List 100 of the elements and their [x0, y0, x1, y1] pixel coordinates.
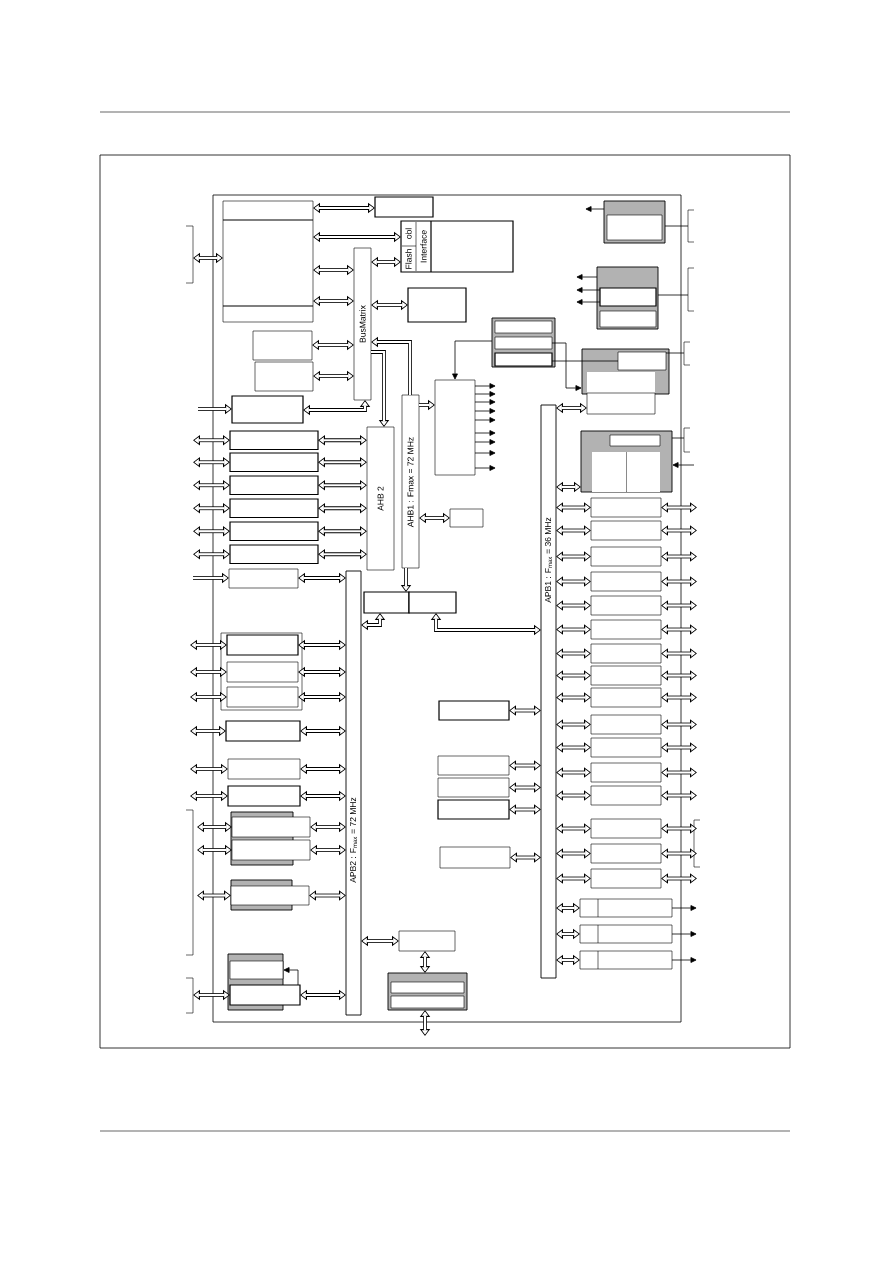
bus-arrow [510, 852, 541, 863]
module-box [609, 434, 661, 447]
module-box [590, 818, 662, 839]
signal-arrow [671, 931, 697, 937]
module-box [230, 885, 310, 906]
module-box [590, 687, 662, 708]
bus-arrow [300, 725, 346, 737]
bus-arrow [661, 551, 697, 562]
module-box [438, 700, 510, 721]
bus-bar: AHB 2 [366, 426, 395, 571]
signal-arrow [474, 430, 496, 436]
module-box [390, 995, 465, 1009]
bus-arrow [556, 600, 591, 611]
module-box [579, 950, 673, 970]
module-box [229, 960, 284, 980]
bus-arrow [313, 295, 354, 307]
module-box [229, 544, 319, 565]
signal-arrow [585, 206, 605, 212]
module-box [225, 720, 301, 742]
signal-arrow [671, 957, 697, 963]
signal-arrow [576, 274, 598, 280]
module-box [227, 785, 301, 807]
bus-arrow [556, 670, 591, 681]
module-box [606, 214, 663, 241]
signal-arrow [474, 391, 496, 397]
module-box [590, 595, 662, 616]
bus-arrow [313, 202, 375, 214]
bus-arrow [556, 719, 591, 730]
bus-arrow [361, 935, 399, 947]
bus-arrow [556, 823, 591, 834]
module-box [586, 392, 656, 415]
signal-arrow [474, 383, 496, 389]
signal-arrow [672, 462, 695, 468]
bus-arrow [197, 890, 231, 901]
module-box [227, 758, 301, 780]
module-box [590, 546, 662, 567]
module-box [222, 200, 314, 323]
module-box [494, 320, 553, 334]
module-box [228, 568, 299, 589]
module-box [229, 498, 319, 519]
module-box [599, 310, 657, 328]
connector-line [664, 225, 689, 227]
module-box [494, 336, 553, 350]
bus-arrow [509, 760, 541, 771]
connector-line [665, 352, 685, 354]
module-box [590, 571, 662, 592]
bus-arrow [190, 790, 228, 802]
module-box [579, 924, 673, 944]
bus-arrow [313, 231, 401, 243]
bus-arrow [298, 666, 346, 678]
module-box [579, 898, 673, 918]
module-box [231, 395, 304, 424]
signal-arrow [474, 399, 496, 405]
module-box [494, 352, 553, 367]
bus-arrow [318, 435, 367, 446]
bus-arrow [318, 480, 367, 491]
bus-arrow [193, 435, 230, 446]
bus-arrow [556, 624, 591, 635]
signal-arrow [474, 450, 496, 456]
bus-arrow [371, 350, 390, 427]
module-box [590, 843, 662, 864]
bus-arrow [197, 844, 232, 856]
bus-arrow [556, 692, 591, 703]
bus-arrow [556, 502, 591, 513]
bus-arrow [661, 692, 697, 703]
bus-arrow [661, 742, 697, 753]
bus-arrow [556, 902, 580, 914]
bus-arrow [556, 848, 591, 859]
bus-arrow [419, 512, 450, 524]
bus-arrow [556, 928, 580, 940]
module-box [229, 430, 319, 451]
signal-arrow [474, 465, 496, 471]
bus-arrow [193, 252, 223, 264]
module-box [398, 930, 456, 952]
bus-arrow [298, 691, 346, 703]
bus-arrow [661, 576, 697, 587]
module-box [252, 330, 313, 361]
module-box [449, 508, 484, 528]
module-box [254, 361, 314, 392]
module-box [434, 379, 476, 476]
bus-arrow [556, 402, 587, 414]
bus-arrow [313, 264, 354, 276]
bus-arrow [556, 767, 591, 778]
bus-arrow [310, 821, 346, 833]
module-box [590, 737, 662, 758]
module-box [599, 287, 657, 307]
bus-bar: AHB1 : Fmax = 72 MHz [401, 394, 420, 569]
signal-arrow [452, 340, 493, 380]
bus-arrow [300, 790, 346, 802]
bus-arrow [190, 691, 227, 703]
module-box [590, 714, 662, 735]
bus-arrow [190, 639, 227, 651]
bus-arrow [310, 844, 346, 856]
bus-matrix-block: BusMatrix [353, 247, 372, 401]
bus-arrow [556, 525, 591, 536]
module-box [408, 591, 457, 614]
bus-arrow [509, 705, 541, 716]
module-box [229, 452, 319, 473]
module-box [590, 762, 662, 783]
bus-arrow [661, 873, 697, 884]
